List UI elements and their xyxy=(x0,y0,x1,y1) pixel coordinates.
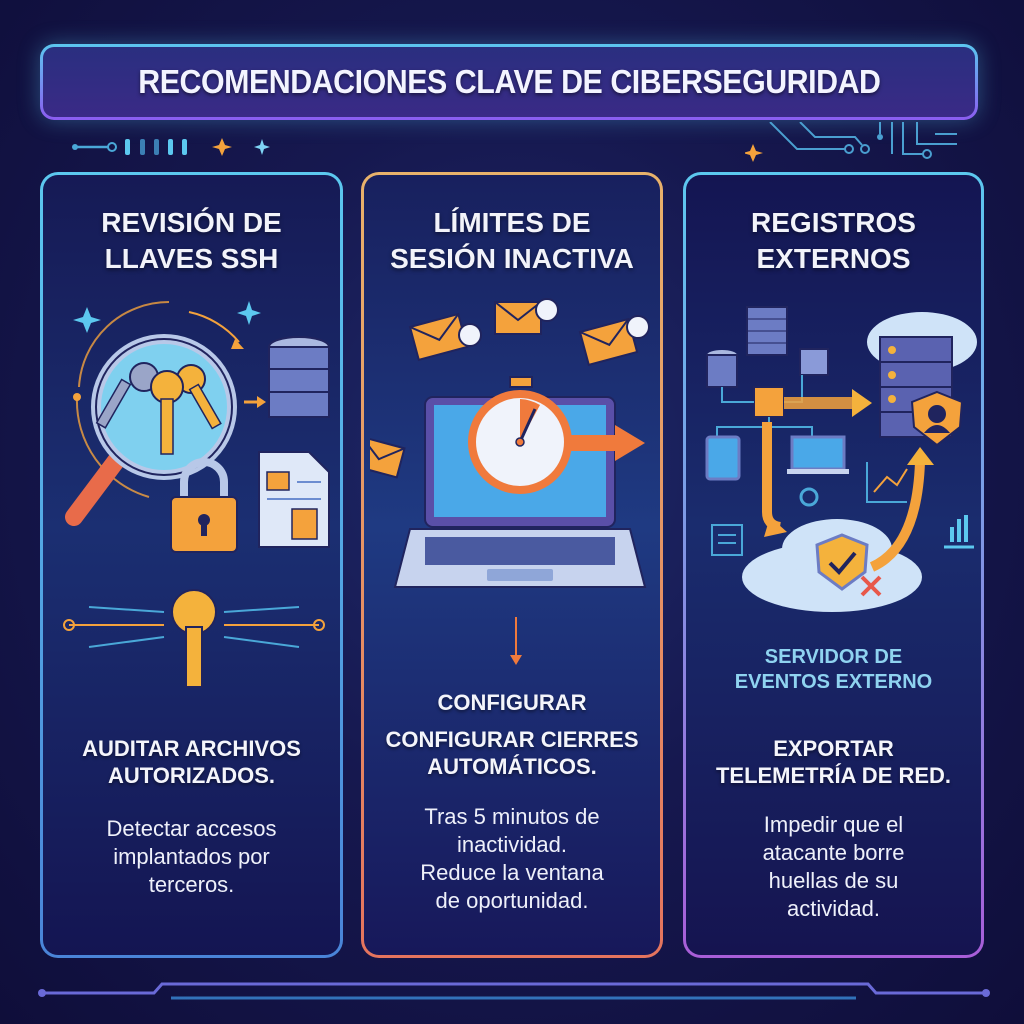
panel-title-line: REGISTROS xyxy=(751,207,916,238)
sparkle-icon xyxy=(73,301,261,333)
tablet-icon xyxy=(705,435,741,481)
panel-ssh-keys: REVISIÓN DE LLAVES SSH xyxy=(40,172,343,958)
panel-title-line: SESIÓN INACTIVA xyxy=(390,243,634,274)
padlock-icon xyxy=(170,458,238,553)
panel-external-logs: REGISTROS EXTERNOS xyxy=(683,172,984,958)
panel-heading: CONFIGURAR CONFIGURAR CIERRES AUTOMÁTICO… xyxy=(364,689,660,780)
body-line: atacante borre xyxy=(762,840,905,865)
panel-title-line: EXTERNOS xyxy=(756,243,911,274)
panel-title: LÍMITES DE SESIÓN INACTIVA xyxy=(364,205,660,277)
panel-title: REVISIÓN DE LLAVES SSH xyxy=(43,205,340,277)
body-line: huellas de su xyxy=(768,868,899,893)
body-line: inactividad. xyxy=(456,832,568,857)
server-rack-icon xyxy=(746,306,788,356)
laptop-icon xyxy=(787,435,849,474)
bar-chart-icon xyxy=(944,515,974,549)
panel-title-line: LÍMITES DE xyxy=(433,207,591,238)
body-line: actividad. xyxy=(787,896,880,921)
heading-line: CONFIGURAR CIERRES xyxy=(385,727,639,752)
body-line: implantados por xyxy=(113,844,270,869)
hacker-shield-icon xyxy=(910,390,964,447)
server-label-line: EVENTOS EXTERNO xyxy=(734,671,933,693)
body-line: de oportunidad. xyxy=(435,888,589,913)
network-hub-icon xyxy=(753,386,785,418)
arrow-right-icon xyxy=(784,389,872,417)
panel-heading: AUDITAR ARCHIVOS AUTORIZADOS. xyxy=(43,735,340,789)
body-line: Impedir que el xyxy=(763,812,904,837)
panel-body: Detectar accesos implantados por tercero… xyxy=(43,815,340,899)
title-banner: RECOMENDACIONES CLAVE DE CIBERSEGURIDAD xyxy=(40,44,978,120)
panel-title: REGISTROS EXTERNOS xyxy=(686,205,981,277)
stopwatch-icon xyxy=(468,376,572,494)
chip-icon xyxy=(711,524,743,556)
heading-line: EXPORTAR xyxy=(773,736,894,761)
database-icon xyxy=(706,350,738,388)
panel-body: Tras 5 minutos de inactividad. Reduce la… xyxy=(364,803,660,915)
arrow-right-icon xyxy=(570,425,645,461)
panel-session-limits: LÍMITES DE SESIÓN INACTIVA xyxy=(361,172,663,958)
panel-title-line: LLAVES SSH xyxy=(104,243,279,274)
circuit-decoration-left-icon xyxy=(72,138,270,156)
heading-line: TELEMETRÍA DE RED. xyxy=(715,763,952,788)
panel-title-line: REVISIÓN DE xyxy=(101,207,282,238)
bottom-circuit-bar-icon xyxy=(38,982,990,1000)
envelope-clock-icon xyxy=(370,298,650,479)
body-line: Tras 5 minutos de xyxy=(424,804,600,829)
body-line: Detectar accesos xyxy=(106,816,277,841)
circuit-key-icon xyxy=(63,589,325,688)
heading-line: AUDITAR ARCHIVOS xyxy=(82,736,301,761)
page-title: RECOMENDACIONES CLAVE DE CIBERSEGURIDAD xyxy=(137,63,881,100)
database-icon xyxy=(268,336,330,418)
circuit-decoration-right-icon xyxy=(745,122,957,162)
external-logs-illustration xyxy=(705,306,977,612)
panel-heading: EXPORTAR TELEMETRÍA DE RED. xyxy=(686,735,981,789)
chart-icon xyxy=(866,462,908,503)
body-line: Reduce la ventana xyxy=(420,860,604,885)
ssh-keys-illustration xyxy=(63,300,330,688)
document-lock-icon xyxy=(258,451,330,548)
session-limits-illustration xyxy=(370,298,650,665)
heading-line: AUTORIZADOS. xyxy=(107,763,276,788)
gear-icon xyxy=(799,487,819,507)
body-line: terceros. xyxy=(148,872,235,897)
keys-icon xyxy=(95,362,222,455)
server-label-line: SERVIDOR DE xyxy=(764,646,903,668)
panel-body: Impedir que el atacante borre huellas de… xyxy=(686,811,981,923)
external-event-server-label: SERVIDOR DE EVENTOS EXTERNO xyxy=(686,645,981,695)
arrow-down-icon xyxy=(510,617,522,665)
heading-line: CONFIGURAR xyxy=(437,690,587,715)
heading-line: AUTOMÁTICOS. xyxy=(427,754,597,779)
